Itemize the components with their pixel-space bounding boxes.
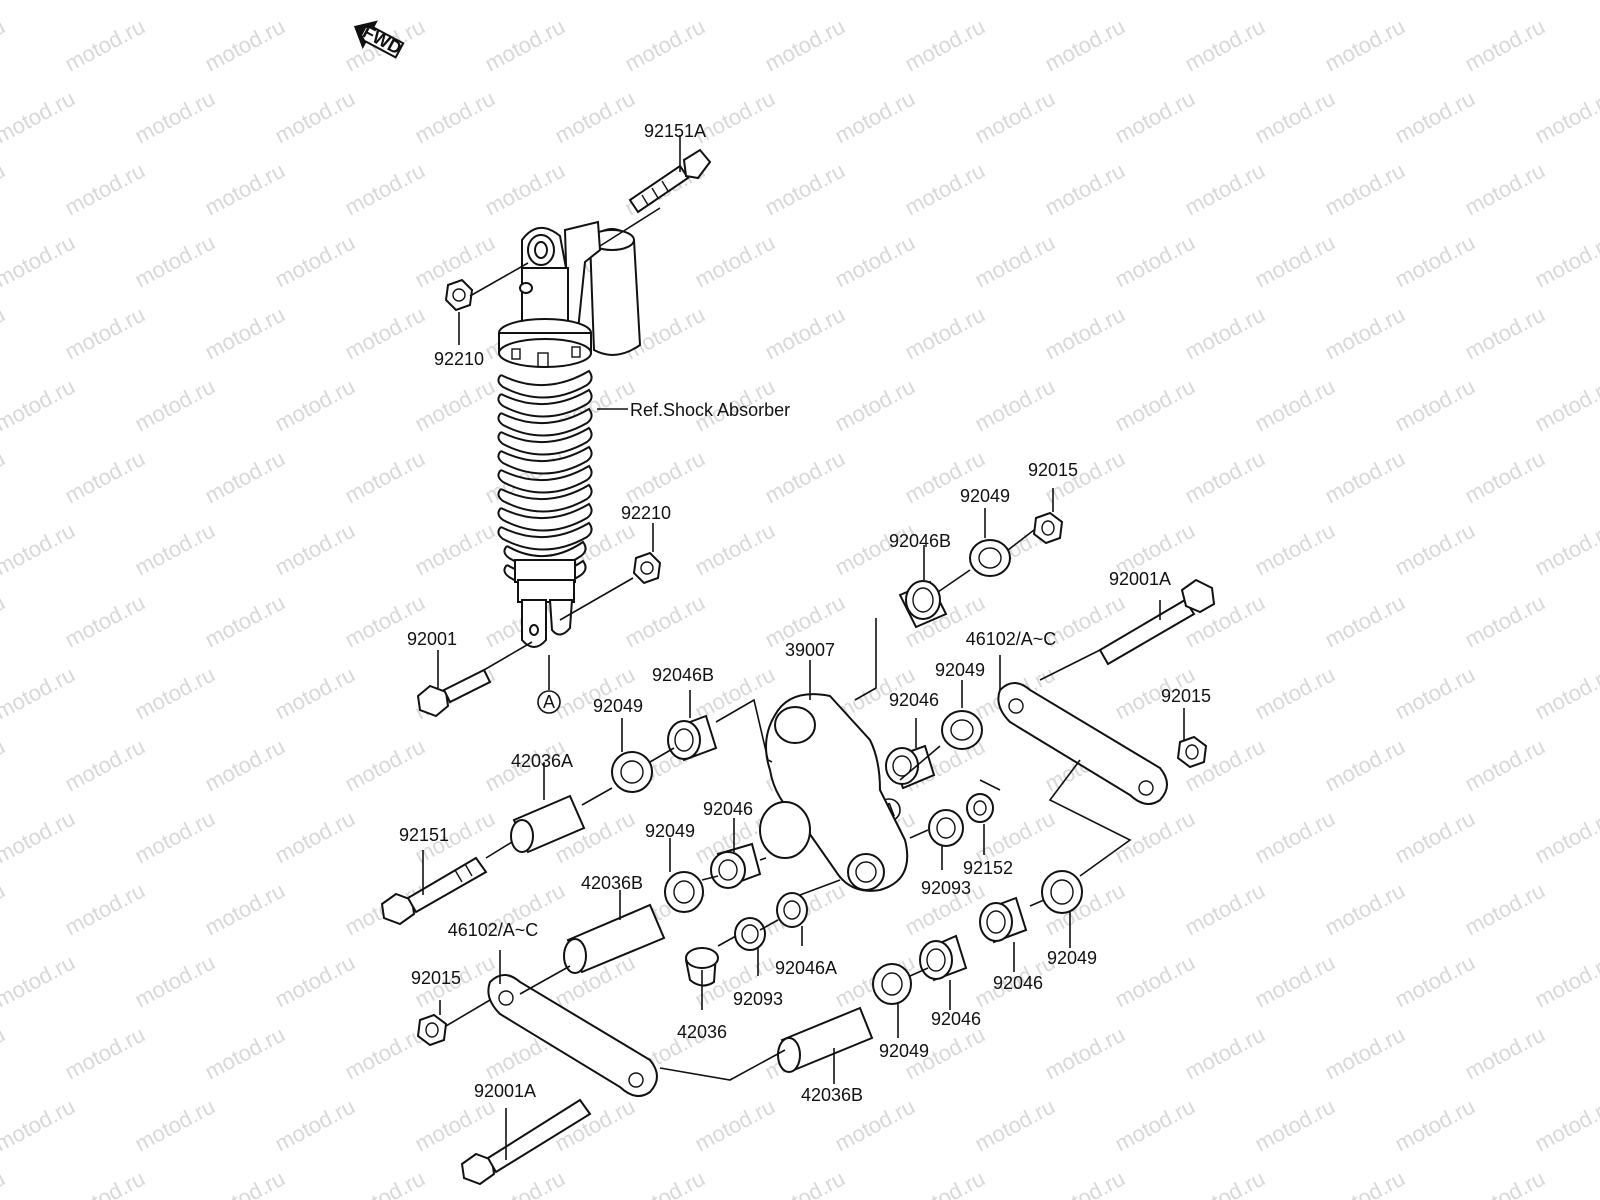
svg-text:A: A — [543, 692, 555, 712]
bearing-92046-c — [710, 842, 762, 889]
shock-absorber — [497, 220, 642, 648]
washer-92049-br — [1041, 870, 1083, 914]
bolt-92151 — [380, 856, 488, 926]
label-92049-bot: 92049 — [879, 1041, 929, 1061]
bearing-92046B-top — [898, 580, 948, 629]
label-92049-top: 92049 — [960, 486, 1010, 506]
label-92046-bot: 92046 — [931, 1009, 981, 1029]
washer-92049-c — [664, 871, 704, 913]
part-labels: 92151A 92210 Ref.Shock Absorber 92210 92… — [399, 121, 1211, 1105]
label-46102-left: 46102/A~C — [448, 920, 539, 940]
label-92210-mid: 92210 — [621, 503, 671, 523]
label-92046A: 92046A — [775, 958, 837, 978]
link-46102-right — [997, 682, 1168, 805]
bearing-92046B-left — [667, 714, 718, 762]
washer-92049-left — [611, 751, 653, 793]
bolt-92001A-left — [460, 1098, 592, 1186]
collar-42036B-bot — [777, 1006, 874, 1073]
spring-coil — [497, 483, 593, 513]
bolt-92001A-right — [1098, 578, 1216, 666]
label-92046-br: 92046 — [993, 973, 1043, 993]
leader-lines — [422, 135, 1185, 1160]
spring-coils — [497, 369, 593, 589]
collar-42036B-top — [563, 903, 666, 974]
bearing-92046-bot — [919, 934, 968, 982]
label-42036: 42036 — [677, 1022, 727, 1042]
bearing-92046-br — [979, 896, 1028, 944]
label-42036B-bot: 42036B — [801, 1085, 863, 1105]
label-92152: 92152 — [963, 858, 1013, 878]
nut-92015-top — [1032, 511, 1064, 545]
label-92015-top: 92015 — [1028, 460, 1078, 480]
fwd-arrow-icon: FWD — [353, 20, 405, 59]
label-92210-top: 92210 — [434, 349, 484, 369]
label-92049-br: 92049 — [1047, 948, 1097, 968]
spring-coil — [497, 464, 593, 494]
label-92046B-top: 92046B — [889, 531, 951, 551]
label-92151A: 92151A — [644, 121, 706, 141]
label-42036A: 42036A — [511, 751, 573, 771]
collar-42036 — [684, 947, 719, 987]
marker-a-shock: A — [537, 690, 561, 714]
label-92046-mid: 92046 — [889, 690, 939, 710]
label-92049-left: 92049 — [593, 696, 643, 716]
collar-42036A — [510, 794, 586, 854]
seal-92093-c — [734, 917, 766, 951]
spring-coil — [497, 388, 593, 418]
bolt-92151A — [628, 148, 712, 214]
ref-shock-absorber-label: Ref.Shock Absorber — [630, 400, 790, 420]
spring-coil — [497, 426, 593, 456]
label-42036B-top: 42036B — [581, 873, 643, 893]
nut-92210-top — [444, 278, 474, 312]
washer-92049-bot — [872, 963, 912, 1005]
label-92151: 92151 — [399, 825, 449, 845]
spring-coil — [497, 521, 593, 551]
spring-coil — [497, 369, 593, 399]
label-92001: 92001 — [407, 629, 457, 649]
label-92046B-left: 92046B — [652, 665, 714, 685]
label-92015-left: 92015 — [411, 968, 461, 988]
label-92015-right: 92015 — [1161, 686, 1211, 706]
washer-92049-right — [941, 710, 983, 750]
bearing-92046A — [776, 892, 808, 928]
spring-coil — [497, 407, 593, 437]
label-92049-c: 92049 — [645, 821, 695, 841]
bearing-92046-mid — [885, 744, 936, 790]
spring-seat — [514, 559, 576, 583]
nut-92210-mid — [632, 551, 662, 585]
label-39007: 39007 — [785, 640, 835, 660]
washer-92152 — [966, 793, 994, 823]
label-92093-right: 92093 — [921, 878, 971, 898]
seal-92093-right — [928, 809, 964, 847]
label-92046-c: 92046 — [703, 799, 753, 819]
nut-92015-left — [416, 1013, 448, 1047]
label-92049-r2: 92049 — [935, 660, 985, 680]
nut-92015-right — [1176, 735, 1208, 769]
rocker-arm-39007 — [759, 693, 909, 892]
label-92093-c: 92093 — [733, 989, 783, 1009]
bolt-92001 — [416, 668, 492, 718]
link-46102-left — [487, 974, 658, 1097]
watermark-text: motod.ru — [0, 1166, 9, 1200]
label-92001A-left: 92001A — [474, 1081, 536, 1101]
label-92001A-right: 92001A — [1109, 569, 1171, 589]
fwd-label: FWD — [359, 22, 405, 59]
washer-92049-top — [969, 539, 1011, 577]
spring-coil — [497, 445, 593, 475]
label-46102-right: 46102/A~C — [966, 629, 1057, 649]
spring-coil — [497, 502, 593, 532]
